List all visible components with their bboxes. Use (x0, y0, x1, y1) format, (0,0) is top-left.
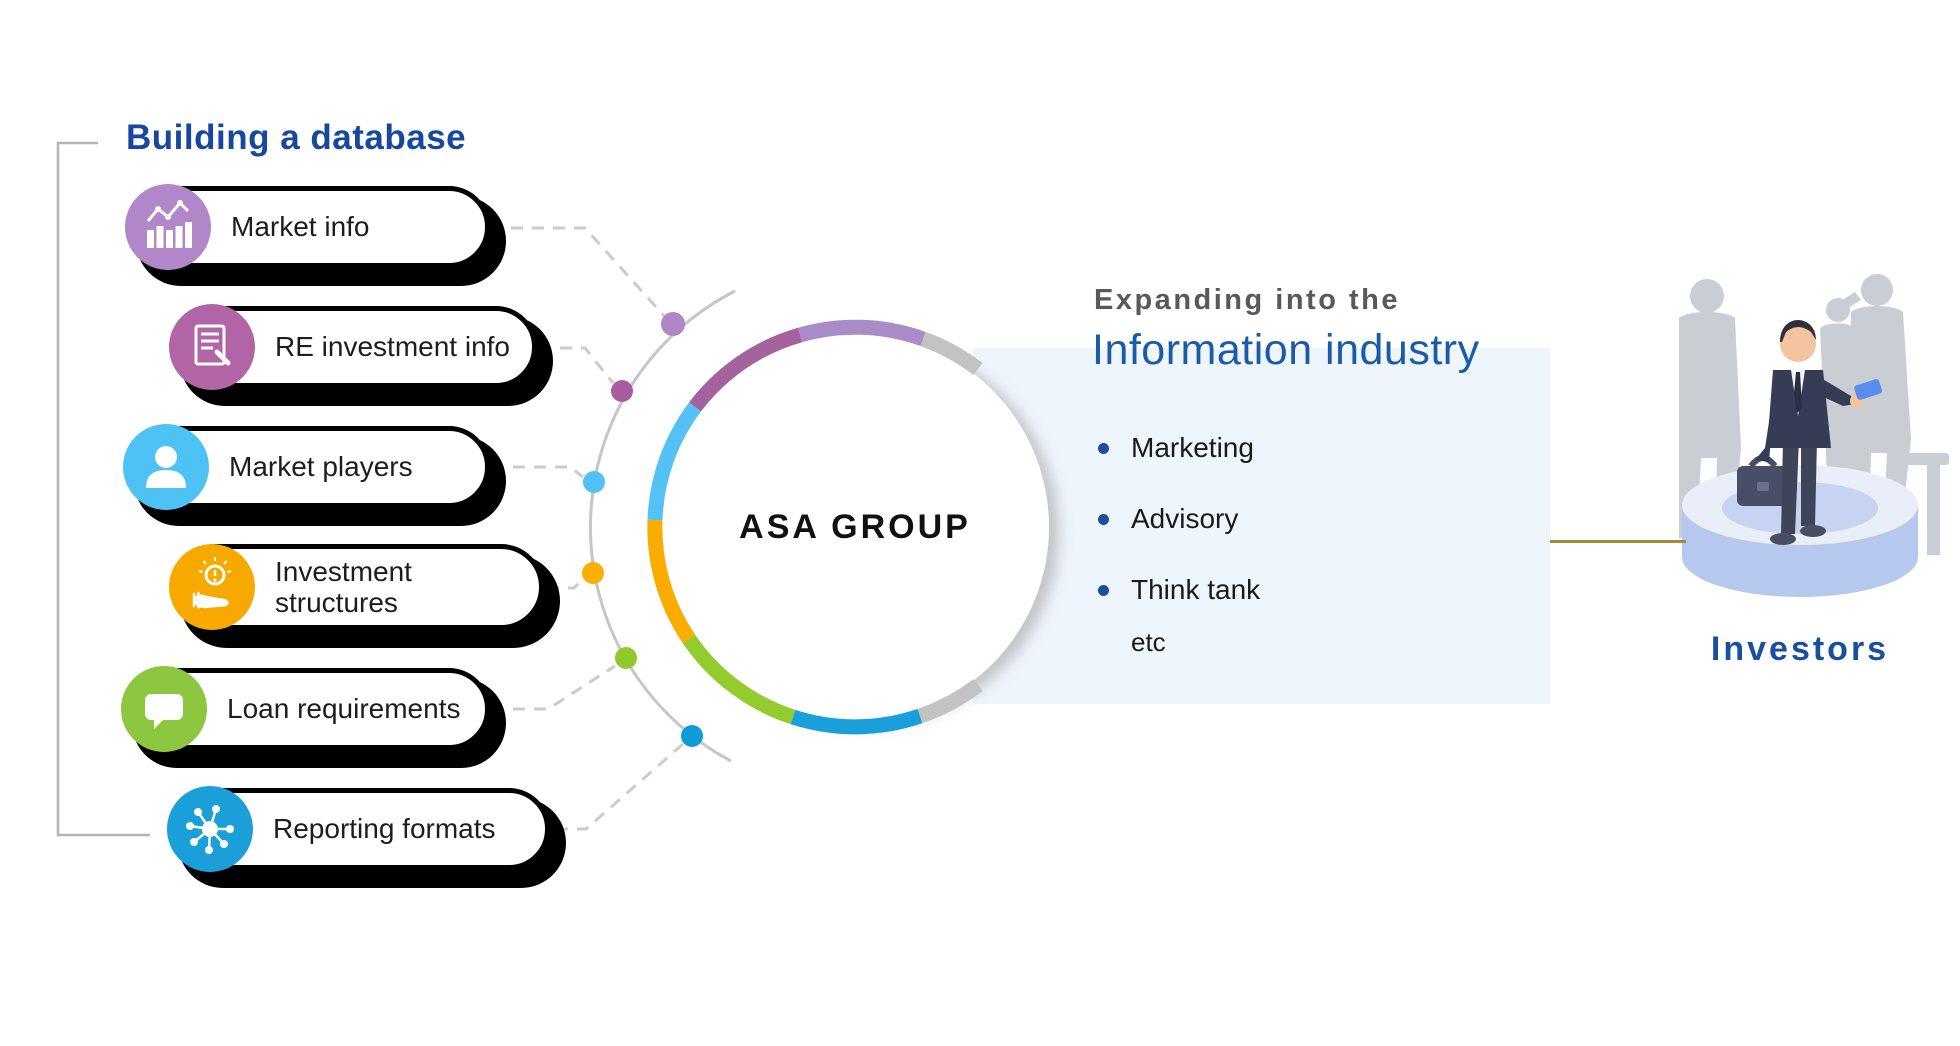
businessman (1737, 320, 1883, 545)
pill-investment-structures: Investment structures (169, 544, 544, 630)
list-item: Think tank (1098, 572, 1260, 608)
connector-dots (582, 312, 703, 747)
ring-gray-bottom (917, 678, 983, 724)
pill-label: Reporting formats (273, 813, 496, 845)
ring-yellow (647, 519, 696, 644)
connector-loan-requirements (492, 664, 616, 711)
asa-group-label: ASA GROUP (739, 508, 971, 546)
mauve-dot (611, 380, 633, 402)
ring-mauve (689, 327, 803, 412)
ring-dark-blue (790, 708, 923, 735)
document-pen-icon (169, 304, 255, 390)
bullet-label: Marketing (1131, 432, 1254, 463)
panel-bullet-list: Marketing Advisory Think tank etc (1098, 430, 1260, 657)
pill-loan-requirements: Loan requirements (121, 666, 490, 752)
pill-reporting-formats: Reporting formats (167, 786, 550, 872)
ring-purple (797, 319, 926, 347)
left-bracket (56, 141, 150, 837)
panel-heading-large: Information industry (1092, 326, 1480, 374)
connector-market-players (492, 465, 584, 479)
connector-arc (588, 289, 736, 763)
investors-label: Investors (1710, 630, 1890, 668)
speech-bubble-icon (121, 666, 207, 752)
ring-green (682, 634, 796, 725)
pill-label: Loan requirements (227, 693, 461, 725)
information-industry-panel (973, 348, 1550, 704)
bullet-dot (1098, 513, 1109, 525)
connector-market-info (490, 226, 668, 320)
dashed-connectors (490, 226, 684, 831)
person-icon (123, 424, 209, 510)
pill-label: Market info (231, 211, 370, 243)
pill-re-investment-info: RE investment info (169, 304, 537, 390)
hand-lightbulb-icon (169, 544, 255, 630)
bullet-suffix: etc (1131, 626, 1166, 657)
bullet-dot (1098, 584, 1109, 596)
list-item: Advisory (1098, 501, 1260, 537)
pill-label: RE investment info (275, 331, 510, 363)
sky-blue-dot (583, 471, 605, 493)
investors-connector-line (1550, 540, 1686, 543)
investors-illustration (1679, 274, 1949, 597)
panel-heading-small: Expanding into the (1094, 284, 1400, 316)
bullet-label: Advisory (1131, 503, 1239, 534)
bullet-dot (1098, 442, 1109, 454)
hub-network-icon (167, 786, 253, 872)
pill-label: Market players (229, 451, 413, 483)
bullet-label: Think tank (1131, 574, 1261, 605)
purple-dot (661, 312, 685, 336)
connector-reporting-formats (556, 742, 684, 831)
bar-chart-icon (125, 184, 211, 270)
pill-label: Investment structures (275, 555, 412, 618)
connector-re-investment-info (539, 346, 615, 384)
pill-market-players: Market players (123, 424, 490, 510)
ring-gray-top (920, 331, 983, 376)
ring-sky-blue (647, 402, 702, 521)
list-item: Marketing (1098, 430, 1260, 466)
section-title: Building a database (126, 118, 467, 157)
asa-group-circle (661, 333, 1049, 721)
green-dot (615, 647, 637, 669)
yellow-dot (582, 562, 604, 584)
dark-blue-dot (681, 725, 703, 747)
pill-market-info: Market info (125, 184, 490, 270)
segmented-ring (647, 319, 983, 735)
connector-investment-structures (547, 578, 584, 590)
